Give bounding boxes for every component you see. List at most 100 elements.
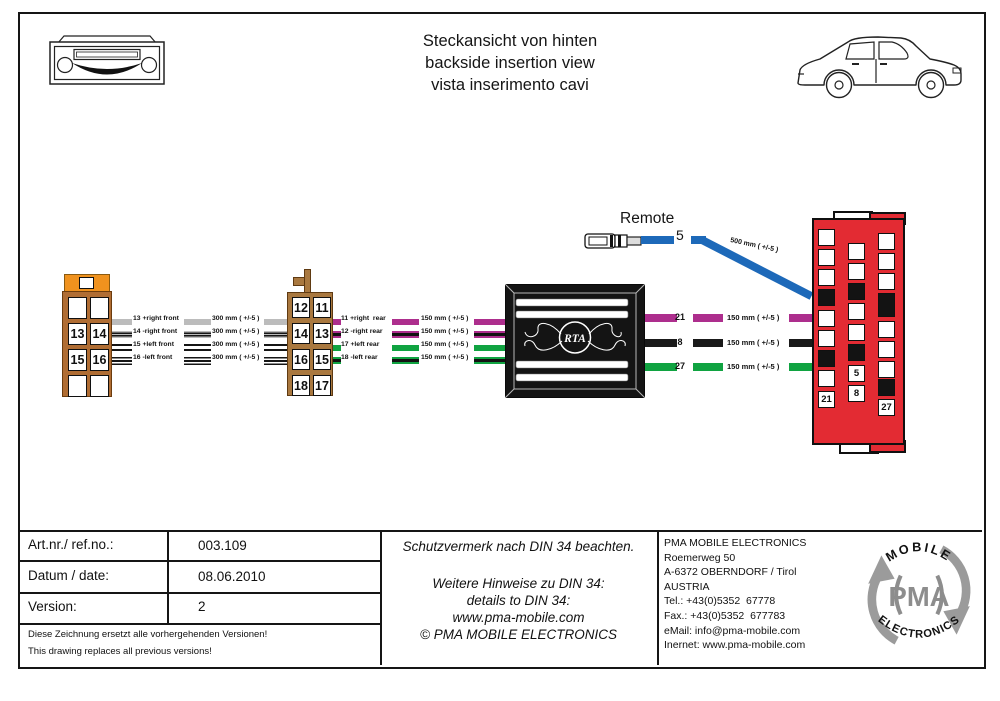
mid-cell-14: 14 — [292, 323, 310, 344]
company-address: PMA MOBILE ELECTRONICS Roemerweg 50 A-63… — [664, 536, 806, 653]
company-country: AUSTRIA — [664, 580, 710, 593]
mid-cell-11: 11 — [313, 297, 331, 318]
wire-11-seg — [474, 319, 506, 325]
table-border — [167, 530, 169, 623]
wire-18-length: 150 mm ( +/-5 ) — [421, 354, 469, 361]
rc-cell — [878, 273, 895, 290]
pma-logo-top-text: MOBILE — [883, 540, 952, 564]
mid-cell-17: 17 — [313, 375, 331, 396]
rc-cell — [878, 253, 895, 270]
rc-cell — [818, 229, 835, 246]
wire-16-seg — [184, 357, 211, 365]
remote-wire — [691, 236, 706, 244]
mid-cell-16: 16 — [292, 349, 310, 370]
wire-16-length: 300 mm ( +/-5 ) — [212, 354, 260, 361]
iso-cell-empty — [90, 297, 109, 319]
rc-cell-coded — [848, 283, 865, 300]
wire-21-seg — [645, 314, 677, 322]
mid-cell-15: 15 — [313, 349, 331, 370]
wire-8-seg — [693, 339, 723, 347]
rc-cell — [848, 263, 865, 280]
iso-connector-body: 13 14 15 16 — [62, 291, 112, 397]
company-city: A-6372 OBERNDORF / Tirol — [664, 566, 797, 579]
wire-21-seg — [789, 314, 814, 322]
wire-12-length: 150 mm ( +/-5 ) — [421, 328, 469, 335]
date-label: Datum / date: — [28, 568, 110, 583]
company-street: Roemerweg 50 — [664, 551, 736, 564]
rc-cell — [878, 361, 895, 378]
mid-connector-body: 12 11 14 13 16 15 18 17 — [287, 292, 333, 396]
rta-adapter-box: RTA — [505, 284, 645, 398]
table-border — [18, 560, 380, 562]
rc-cell-8: 8 — [848, 385, 865, 402]
wire-15-seg — [184, 344, 211, 351]
wire-18-seg — [392, 357, 419, 364]
rc-cell-27: 27 — [878, 399, 895, 416]
wire-8-seg — [789, 339, 814, 347]
wire-13-length: 300 mm ( +/-5 ) — [212, 315, 260, 322]
wire-17-label: 17 +left rear — [341, 341, 380, 348]
wire-27-seg — [693, 363, 723, 371]
iso-cell-empty — [68, 375, 87, 397]
note-de: Diese Zeichnung ersetzt alle vorhergehen… — [28, 629, 268, 640]
wire-13-stub — [112, 319, 132, 325]
title-line-it: vista inserimento cavi — [431, 76, 589, 94]
wire-15-length: 300 mm ( +/-5 ) — [212, 341, 260, 348]
pma-logo: PMA MOBILE ELECTRONICS — [867, 540, 971, 645]
mid-cell-18: 18 — [292, 375, 310, 396]
wire-15-stub — [112, 344, 132, 351]
wire-12-stub — [333, 331, 341, 338]
din-hint-en: details to DIN 34: — [466, 593, 571, 608]
remote-label: Remote — [620, 210, 675, 227]
wire-12-label: 12 -right rear — [341, 328, 383, 335]
wire-14-label: 14 -right front — [133, 328, 178, 335]
car-icon — [797, 36, 962, 99]
rta-logo-text: RTA — [563, 333, 586, 345]
wire-13-seg — [184, 319, 211, 325]
rc-cell-coded — [848, 344, 865, 361]
remote-pin: 5 — [676, 227, 684, 243]
wire-11-seg — [392, 319, 419, 325]
mid-connector-keypin — [304, 269, 311, 294]
version-label: Version: — [28, 599, 77, 614]
wire-14-stub — [112, 331, 132, 338]
table-border — [380, 530, 382, 665]
remote-wire — [641, 236, 674, 244]
rta-logo-ornament — [524, 322, 626, 351]
wire-18-stub — [333, 357, 341, 364]
din-website: www.pma-mobile.com — [452, 610, 585, 625]
wire-21-length: 150 mm ( +/-5 ) — [727, 313, 780, 322]
rc-cell-coded — [818, 289, 835, 306]
rc-cell-21: 21 — [818, 391, 835, 408]
company-email: eMail: info@pma-mobile.com — [664, 624, 801, 637]
title-line-en: backside insertion view — [425, 54, 595, 72]
rc-cell-coded — [818, 350, 835, 367]
wire-27-seg — [645, 363, 677, 371]
wire-8-pin: 8 — [677, 337, 683, 347]
version-value: 2 — [198, 599, 206, 614]
rc-cell — [818, 249, 835, 266]
table-border — [18, 530, 982, 532]
wire-13-seg — [264, 319, 288, 325]
iso-cell-16: 16 — [90, 349, 109, 371]
wire-16-label: 16 -left front — [133, 354, 173, 361]
wire-14-seg — [184, 331, 211, 338]
diagram-title: Steckansicht von hinten backside inserti… — [360, 30, 660, 96]
rc-cell-coded — [878, 379, 895, 396]
wire-14-seg — [264, 331, 288, 338]
rc-cell — [848, 324, 865, 341]
artnr-value: 003.109 — [198, 538, 247, 553]
company-fax: Fax.: +43(0)5352 677783 — [664, 609, 786, 622]
rc-cell — [878, 321, 895, 338]
wire-21-pin: 21 — [674, 312, 685, 322]
wire-11-label: 11 +right rear — [341, 315, 386, 322]
iso-cell-15: 15 — [68, 349, 87, 371]
drawing-frame — [18, 12, 986, 669]
mid-cell-12: 12 — [292, 297, 310, 318]
iso-cell-14: 14 — [90, 323, 109, 345]
rc-cell-5: 5 — [848, 365, 865, 382]
wire-18-seg — [474, 357, 506, 364]
din-copyright: © PMA MOBILE ELECTRONICS — [420, 627, 617, 642]
rc-cell — [848, 243, 865, 260]
wire-12-seg — [392, 331, 419, 338]
